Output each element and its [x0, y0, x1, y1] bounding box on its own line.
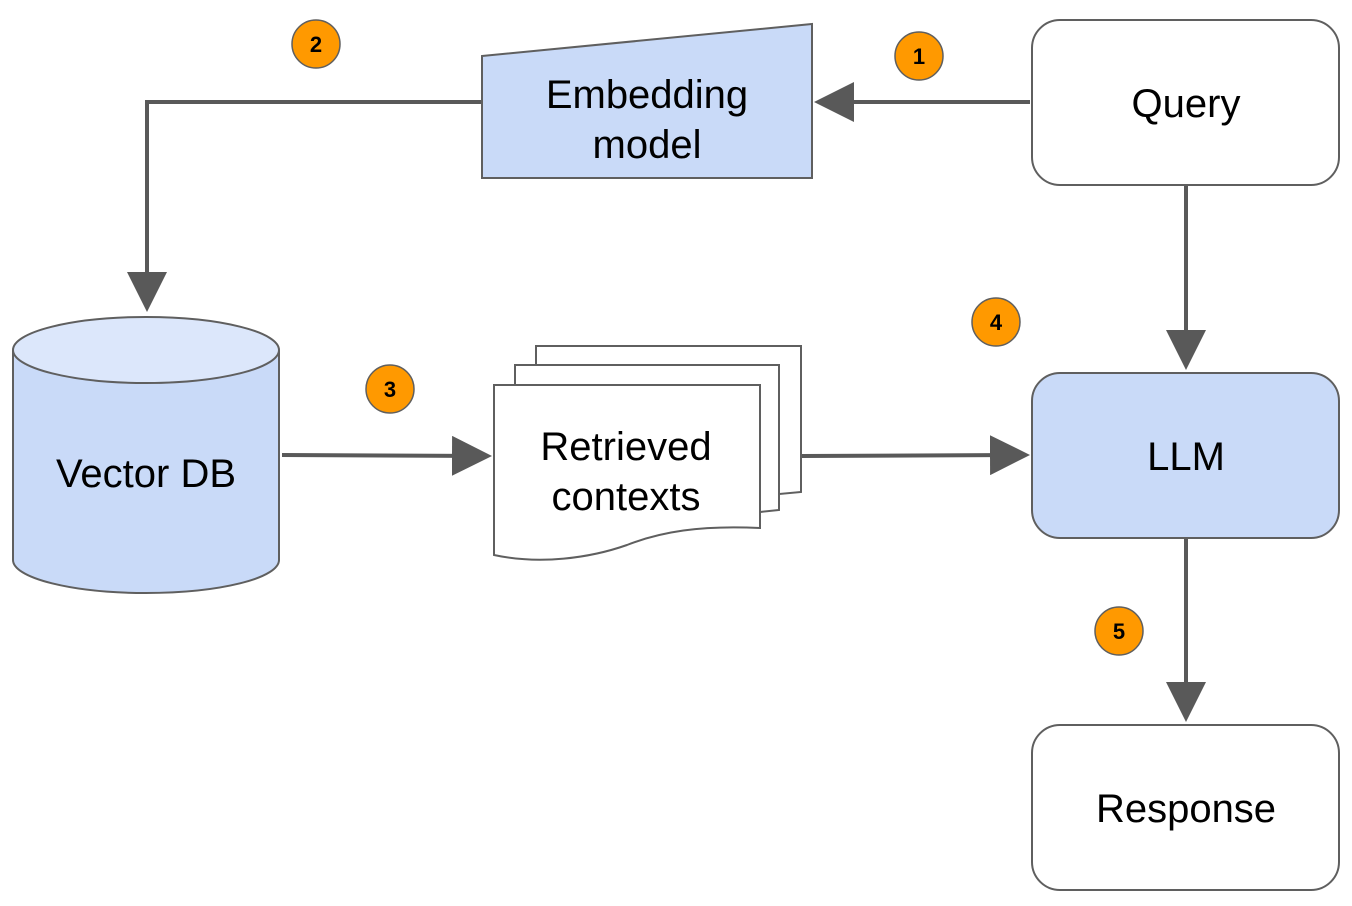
query-node: Query — [1031, 19, 1340, 186]
step-badge-1-number: 1 — [913, 44, 925, 69]
embedding-model-label-line1: Embedding — [546, 73, 748, 117]
llm-node: LLM — [1031, 372, 1340, 539]
response-node: Response — [1031, 724, 1340, 891]
vector-db-body — [12, 350, 280, 594]
arrow-embedding-to-vectordb — [127, 100, 482, 312]
response-box — [1031, 724, 1340, 891]
embedding-model-label-line2: model — [593, 123, 702, 167]
llm-label: LLM — [1147, 435, 1225, 479]
step-badge-1: 1 — [894, 31, 944, 81]
step-badge-4-number: 4 — [990, 310, 1003, 335]
step-badge-3-number: 3 — [384, 377, 396, 402]
query-label: Query — [1132, 82, 1241, 126]
step-badge-2: 2 — [291, 19, 341, 69]
retrieved-contexts-label-line2: contexts — [552, 475, 701, 519]
vector-db-top — [12, 316, 280, 384]
step-badge-4-circle — [971, 297, 1021, 347]
arrow-vectordb-to-contexts — [281, 435, 492, 476]
step-badge-3: 3 — [365, 364, 415, 414]
arrow-contexts-to-llm — [801, 435, 1030, 476]
step-badge-2-circle — [291, 19, 341, 69]
retrieved-contexts-label-line1: Retrieved — [540, 425, 711, 469]
step-badge-5: 5 — [1094, 606, 1144, 656]
embedding-model-shape — [481, 22, 813, 179]
step-badge-4: 4 — [971, 297, 1021, 347]
step-badge-1-circle — [894, 31, 944, 81]
step-badge-5-circle — [1094, 606, 1144, 656]
query-box — [1031, 19, 1340, 186]
retrieved-contexts-node: Retrieved contexts — [493, 345, 802, 561]
vector-db-label: Vector DB — [56, 452, 236, 496]
step-badge-3-circle — [365, 364, 415, 414]
connectors — [127, 82, 1206, 722]
document-sheet-front — [493, 384, 761, 561]
vector-db-node: Vector DB — [12, 316, 280, 594]
embedding-model-node: Embedding model — [481, 22, 813, 179]
llm-box — [1031, 372, 1340, 539]
step-badge-5-number: 5 — [1113, 619, 1125, 644]
step-badge-2-number: 2 — [310, 32, 322, 57]
response-label: Response — [1096, 787, 1276, 831]
